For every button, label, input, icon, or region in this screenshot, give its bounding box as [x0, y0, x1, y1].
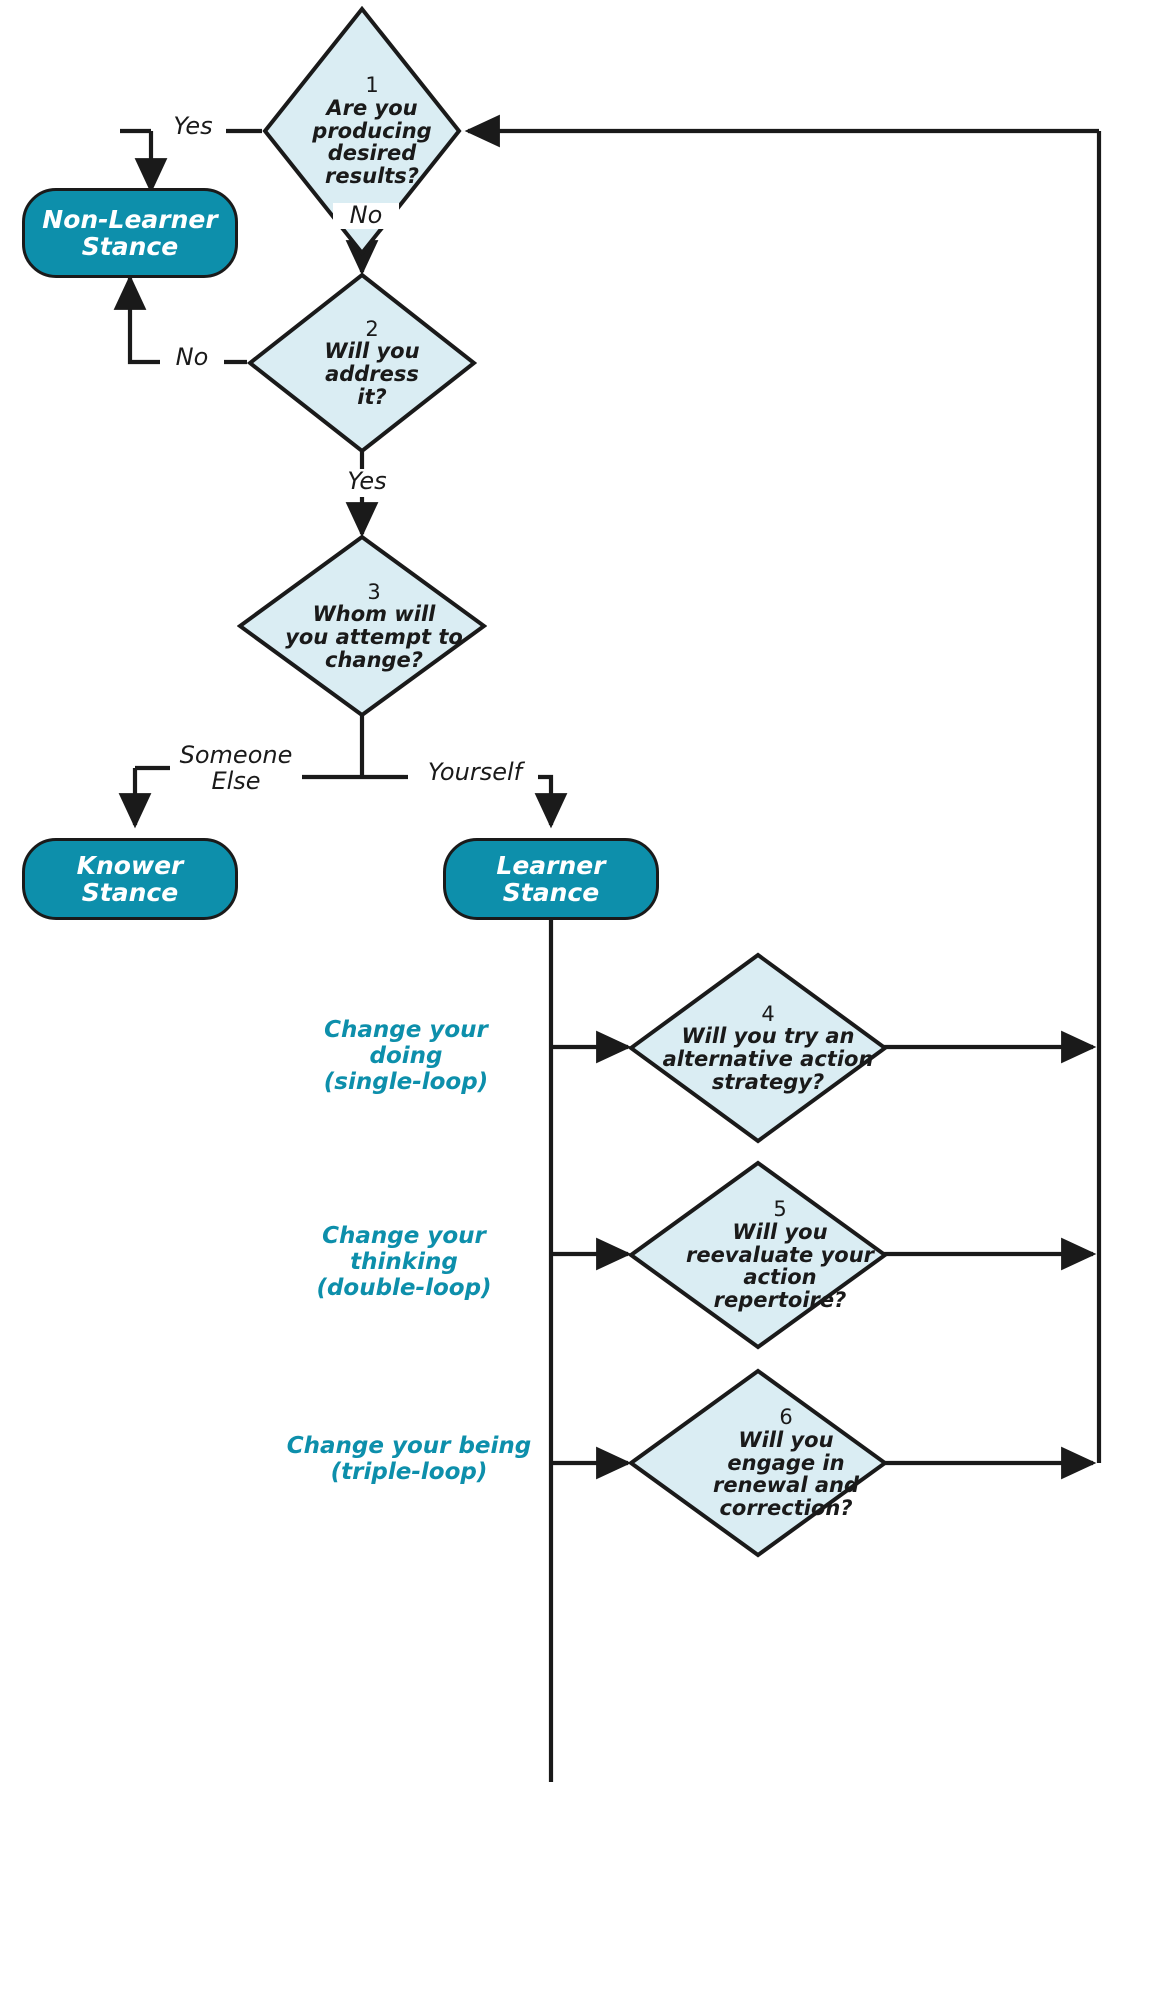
decision-2[interactable]: 2 Will you address it? — [246, 272, 478, 454]
edge-label-d2-no: No — [160, 344, 224, 371]
diamond-shape-2 — [246, 272, 478, 454]
decision-4[interactable]: 4 Will you try an alternative action str… — [627, 952, 889, 1144]
stance-non-learner-label: Non-Learner Stance — [42, 204, 218, 261]
stance-learner-label: Learner Stance — [496, 850, 606, 907]
edge-label-d3-someone-else: Someone Else — [170, 742, 302, 795]
stance-knower[interactable]: Knower Stance — [22, 838, 238, 920]
diamond-shape-4 — [627, 952, 889, 1144]
stance-knower-label: Knower Stance — [76, 850, 184, 907]
stance-learner[interactable]: Learner Stance — [443, 838, 659, 920]
decision-5[interactable]: 5 Will you reevaluate your action repert… — [627, 1160, 889, 1350]
edge-label-d2-yes: Yes — [334, 468, 400, 495]
stance-non-learner[interactable]: Non-Learner Stance — [22, 188, 238, 278]
decision-6[interactable]: 6 Will you engage in renewal and correct… — [627, 1368, 889, 1558]
diamond-shape-6 — [627, 1368, 889, 1558]
diamond-shape-5 — [627, 1160, 889, 1350]
edge-label-d1-no: No — [333, 202, 399, 229]
diamond-shape-3 — [236, 534, 488, 718]
diamond-shape-1 — [262, 5, 462, 257]
edge-label-d3-yourself: Yourself — [412, 759, 538, 786]
loop-caption-triple-loop: Change your being (triple-loop) — [286, 1433, 532, 1485]
decision-3[interactable]: 3 Whom will you attempt to change? — [236, 534, 488, 718]
edge-label-d1-yes: Yes — [160, 113, 226, 140]
loop-caption-single-loop: Change your doing (single-loop) — [323, 1017, 489, 1095]
loop-caption-double-loop: Change your thinking (double-loop) — [316, 1223, 492, 1301]
